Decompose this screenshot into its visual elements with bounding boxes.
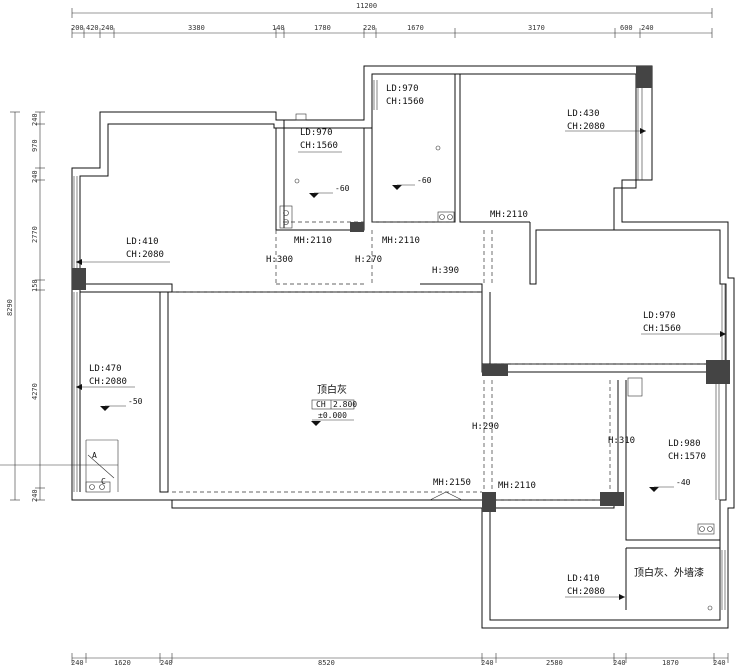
bottom-dim-4: 240 (481, 659, 494, 667)
bottom-dim-8: 240 (713, 659, 726, 667)
interior-walls (73, 74, 727, 610)
top-dimension-chain: 11200 200 420 240 3380 140 1780 220 1670… (71, 2, 713, 38)
opening-h-270: H:270 (355, 255, 382, 265)
top-dim-1: 420 (86, 24, 99, 32)
room-balcony-level: -50 (128, 397, 143, 406)
balcony-note: 顶白灰、外墙漆 (634, 566, 704, 579)
columns (72, 66, 730, 512)
top-dim-7: 1670 (407, 24, 424, 32)
left-dim-0: 240 (31, 113, 39, 126)
opening-h-390: H:390 (432, 266, 459, 276)
column-top-right (636, 66, 652, 88)
opening-labels: MH:2110 MH:2110 MH:2110 MH:2110 MH:2150 … (266, 210, 635, 491)
left-dim-5: 4270 (31, 383, 39, 400)
living-room-label: 顶白灰 CH 2.800 ±0.000 (311, 383, 357, 426)
room-bath2-level: -60 (417, 176, 432, 185)
marker-a: A (92, 451, 97, 460)
bottom-dim-2: 240 (160, 659, 173, 667)
column-mid-left (482, 364, 508, 376)
living-ch-label: CH (316, 400, 326, 409)
room-bathright-ch: CH:1570 (668, 452, 706, 462)
room-bath1-level: -60 (335, 184, 350, 193)
room-bath2-ld: LD:970 (386, 84, 419, 94)
bottom-dim-0: 240 (71, 659, 84, 667)
bottom-dim-5: 2580 (546, 659, 563, 667)
left-dim-3: 2770 (31, 226, 39, 243)
living-ceiling-label: 顶白灰 (317, 383, 347, 396)
bottom-dim-1: 1620 (114, 659, 131, 667)
room-bath2-ch: CH:1560 (386, 97, 424, 107)
column-bath1 (350, 222, 364, 232)
fixtures: A C (0, 113, 715, 611)
room-bathright-ld: LD:980 (668, 439, 701, 449)
left-dim-2: 240 (31, 170, 39, 183)
room-bath1-ld: LD:970 (300, 128, 333, 138)
top-dim-2: 240 (101, 24, 114, 32)
left-dimension-chain: 240 970 240 2770 150 4270 240 8290 (6, 111, 45, 502)
living-floor-level: ±0.000 (318, 411, 347, 420)
opening-mh-2110-d: MH:2110 (498, 481, 536, 491)
left-dim-1: 970 (31, 139, 39, 152)
drain-bath2 (437, 211, 455, 223)
column-bottom-right (600, 492, 624, 506)
top-dim-3: 3380 (188, 24, 205, 32)
opening-mh-2150: MH:2150 (433, 478, 471, 488)
living-ch-value: 2.800 (333, 400, 357, 409)
room-rightmid-ld: LD:970 (643, 311, 676, 321)
room-bedroom-ch: CH:2080 (126, 250, 164, 260)
left-dim-6: 240 (31, 489, 39, 502)
room-balcony-ch: CH:2080 (89, 377, 127, 387)
drain-bath1 (279, 205, 293, 229)
room-bedroom-ld: LD:410 (126, 237, 159, 247)
opening-h-290: H:290 (472, 422, 499, 432)
marker-c: C (101, 477, 106, 486)
opening-mh-2110-a: MH:2110 (294, 236, 332, 246)
room-balcony-ld: LD:470 (89, 364, 122, 374)
bottom-dim-6: 240 (613, 659, 626, 667)
room-bathright-level: -40 (676, 478, 691, 487)
top-total-dim: 11200 (356, 2, 377, 10)
column-left-mid (72, 268, 86, 290)
room-labels: LD:410 CH:2080 LD:970 CH:1560 -60 LD:970… (76, 84, 726, 600)
top-dim-10: 240 (641, 24, 654, 32)
column-bottom-left (482, 492, 496, 512)
bottom-dimension-chain: 240 1620 240 8520 240 2580 240 1870 240 (71, 653, 729, 667)
opening-mh-2110-b: MH:2110 (382, 236, 420, 246)
top-dim-5: 1780 (314, 24, 331, 32)
top-dim-8: 3170 (528, 24, 545, 32)
top-dim-0: 200 (71, 24, 84, 32)
room-bottomright-ld: LD:410 (567, 574, 600, 584)
room-topright-ch: CH:2080 (567, 122, 605, 132)
room-bath1-ch: CH:1560 (300, 141, 338, 151)
column-mid-right (706, 360, 730, 384)
top-dim-4: 140 (272, 24, 285, 32)
bottom-dim-3: 8520 (318, 659, 335, 667)
top-dim-9: 600 (620, 24, 633, 32)
room-bottomright-ch: CH:2080 (567, 587, 605, 597)
dashed-lines (172, 221, 720, 501)
left-total-dim: 8290 (6, 299, 14, 316)
opening-h-300: H:300 (266, 255, 293, 265)
drain-right (697, 523, 715, 535)
top-dim-6: 220 (363, 24, 376, 32)
opening-h-310: H:310 (608, 436, 635, 446)
room-rightmid-ch: CH:1560 (643, 324, 681, 334)
opening-mh-2110-c: MH:2110 (490, 210, 528, 220)
room-topright-ld: LD:430 (567, 109, 600, 119)
bottom-dim-7: 1870 (662, 659, 679, 667)
exterior-walls (71, 65, 735, 629)
left-dim-4: 150 (31, 279, 39, 292)
